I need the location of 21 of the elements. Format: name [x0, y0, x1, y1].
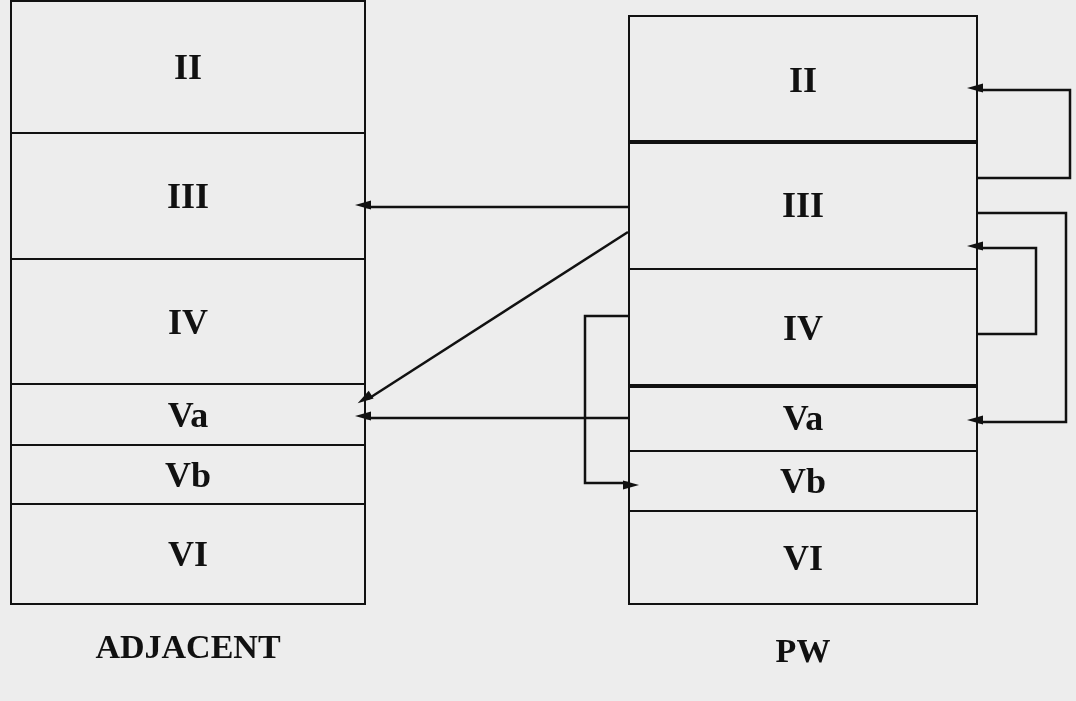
arrow: [967, 211, 1068, 425]
arrow: [355, 200, 628, 210]
layer-box: Vb: [628, 450, 978, 512]
arrow: [967, 241, 1038, 336]
arrow: [583, 314, 639, 490]
layer-box: Va: [10, 383, 366, 446]
layer-box: II: [10, 0, 366, 134]
layer-box: IV: [10, 258, 366, 385]
layer-box: III: [628, 140, 978, 270]
arrow: [357, 230, 629, 404]
arrow: [355, 411, 628, 421]
column-heading: ADJACENT: [95, 628, 281, 666]
layer-box: VI: [628, 510, 978, 605]
column-heading: PW: [775, 632, 831, 670]
layer-box: Va: [628, 384, 978, 452]
layer-box: IV: [628, 268, 978, 388]
layer-box: VI: [10, 503, 366, 605]
arrow: [967, 83, 1072, 180]
layer-box: III: [10, 132, 366, 260]
layer-box: Vb: [10, 444, 366, 505]
layer-box: II: [628, 15, 978, 144]
